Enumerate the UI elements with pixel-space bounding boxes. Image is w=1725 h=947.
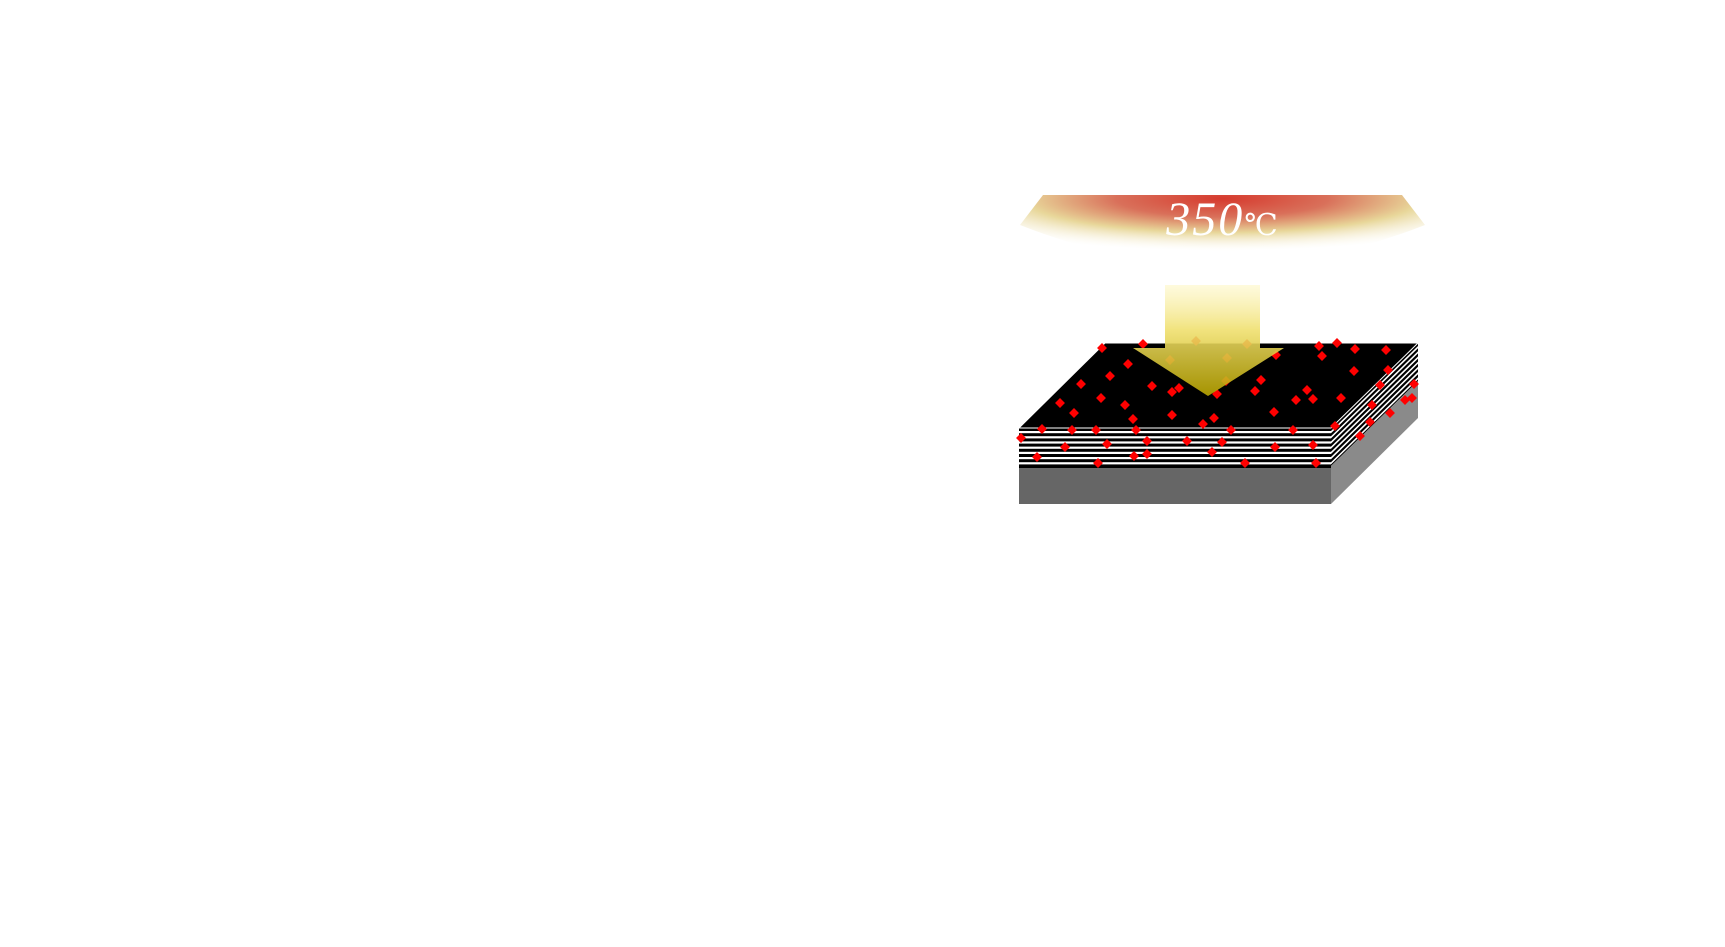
particle [1032,452,1042,462]
temperature-label: 350℃ [1165,193,1278,246]
particle [1037,424,1047,434]
layer-stripe [1019,457,1331,460]
particle [1314,341,1324,351]
layer-stripes-front [1019,431,1331,465]
layer-stripe [1019,436,1331,439]
particle [1209,413,1219,423]
particle [1142,449,1152,459]
particle [1207,447,1217,457]
particle [1055,398,1065,408]
particle [1350,344,1360,354]
particle [1355,431,1365,441]
particle [1174,383,1184,393]
particle [1330,421,1340,431]
particle [1367,400,1377,410]
layer-stripe [1331,377,1418,465]
particle [1308,394,1318,404]
particle [1131,425,1141,435]
particle [1288,425,1298,435]
particle [1102,439,1112,449]
particle [1226,425,1236,435]
layer-stripe [1331,356,1418,444]
particle [1365,417,1375,427]
particle [1302,385,1312,395]
heat-arrow [1133,285,1284,396]
particle [1167,410,1177,420]
particle [1123,359,1133,369]
temperature-unit: ℃ [1244,209,1278,242]
particle [1240,458,1250,468]
particle [1105,371,1115,381]
particle [1016,433,1026,443]
particle [1270,442,1280,452]
particle [1400,395,1410,405]
particle [1097,343,1107,353]
particle [1198,419,1208,429]
particle [1120,400,1130,410]
temperature-value: 350 [1165,193,1244,246]
multilayer-side [1331,343,1418,466]
particle [1383,365,1393,375]
particle [1308,440,1318,450]
particle [1147,381,1157,391]
substrate-side [1331,381,1418,504]
particle [1407,393,1417,403]
particle [1167,387,1177,397]
layer-stripe [1019,441,1331,444]
particle [1349,366,1359,376]
particle [1138,339,1148,349]
particle [1096,393,1106,403]
particle [1067,425,1077,435]
layer-stripes-side [1331,346,1418,465]
particle [1250,386,1260,396]
layer-stripe [1331,346,1418,434]
particle [1317,351,1327,361]
sample [1016,336,1420,504]
multilayer-front [1019,428,1331,468]
particle [1182,436,1192,446]
layer-stripe [1019,462,1331,465]
particle [1060,442,1070,452]
particle [1291,395,1301,405]
particle [1076,379,1086,389]
dopant-particles [1016,336,1419,468]
particle [1069,408,1079,418]
particle [1269,407,1279,417]
particle [1336,393,1346,403]
particle [1129,451,1139,461]
particle [1256,375,1266,385]
heat-glow [1020,195,1425,265]
particle [1093,458,1103,468]
layer-stripe [1019,446,1331,449]
particle [1128,414,1138,424]
heat-source: 350℃ [1020,193,1425,265]
layer-stripe [1019,451,1331,454]
layer-stripe [1331,372,1418,460]
particle [1091,425,1101,435]
particle [1332,338,1342,348]
particle [1381,345,1391,355]
particle [1409,379,1419,389]
substrate-front [1019,466,1331,504]
layer-stripe [1331,366,1418,454]
particle [1385,408,1395,418]
particle [1375,380,1385,390]
layer-stripe [1019,431,1331,434]
particle [1142,436,1152,446]
particle [1217,437,1227,447]
arrow-icon [1133,285,1284,396]
particle [1311,458,1321,468]
layer-stripe [1331,351,1418,439]
